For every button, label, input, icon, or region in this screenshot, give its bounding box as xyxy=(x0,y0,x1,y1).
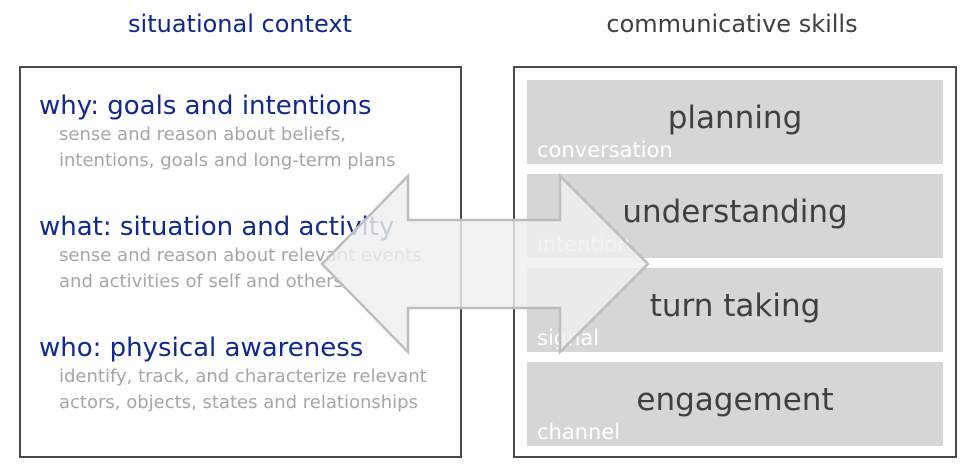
context-item-title: what: situation and activity xyxy=(39,212,395,242)
description-line: sense and reason about relevant events xyxy=(59,245,422,266)
description-line: actors, objects, states and relationship… xyxy=(59,392,418,413)
skill-layer-understanding: understanding intention xyxy=(527,174,943,258)
context-item-title: why: goals and intentions xyxy=(39,91,372,121)
context-item-description: sense and reason about relevant events a… xyxy=(59,243,459,295)
skill-level-label: conversation xyxy=(537,138,673,162)
description-line: sense and reason about beliefs, xyxy=(59,124,346,145)
skill-layer-planning: planning conversation xyxy=(527,80,943,164)
skill-name: engagement xyxy=(636,382,834,418)
communicative-skills-box: planning conversation understanding inte… xyxy=(513,66,957,458)
context-item-who: who: physical awareness identify, track,… xyxy=(39,332,459,416)
skill-name: turn taking xyxy=(649,288,821,324)
context-item-title: who: physical awareness xyxy=(39,333,364,363)
communicative-skills-heading: communicative skills xyxy=(606,10,858,38)
skill-name: understanding xyxy=(622,194,848,230)
skill-level-label: intention xyxy=(537,232,631,256)
description-line: identify, track, and characterize releva… xyxy=(59,366,427,387)
situational-context-box: why: goals and intentions sense and reas… xyxy=(19,66,462,458)
skill-layer-turn-taking: turn taking signal xyxy=(527,268,943,352)
context-item-why: why: goals and intentions sense and reas… xyxy=(39,90,459,174)
context-item-description: sense and reason about beliefs, intentio… xyxy=(59,122,459,174)
skill-level-label: signal xyxy=(537,326,600,350)
description-line: intentions, goals and long-term plans xyxy=(59,150,396,171)
skill-name: planning xyxy=(667,100,803,136)
context-item-what: what: situation and activity sense and r… xyxy=(39,211,459,295)
description-line: and activities of self and others xyxy=(59,271,343,292)
situational-context-heading: situational context xyxy=(128,10,352,38)
skill-level-label: channel xyxy=(537,420,621,444)
context-item-description: identify, track, and characterize releva… xyxy=(59,364,459,416)
skill-layer-engagement: engagement channel xyxy=(527,362,943,446)
